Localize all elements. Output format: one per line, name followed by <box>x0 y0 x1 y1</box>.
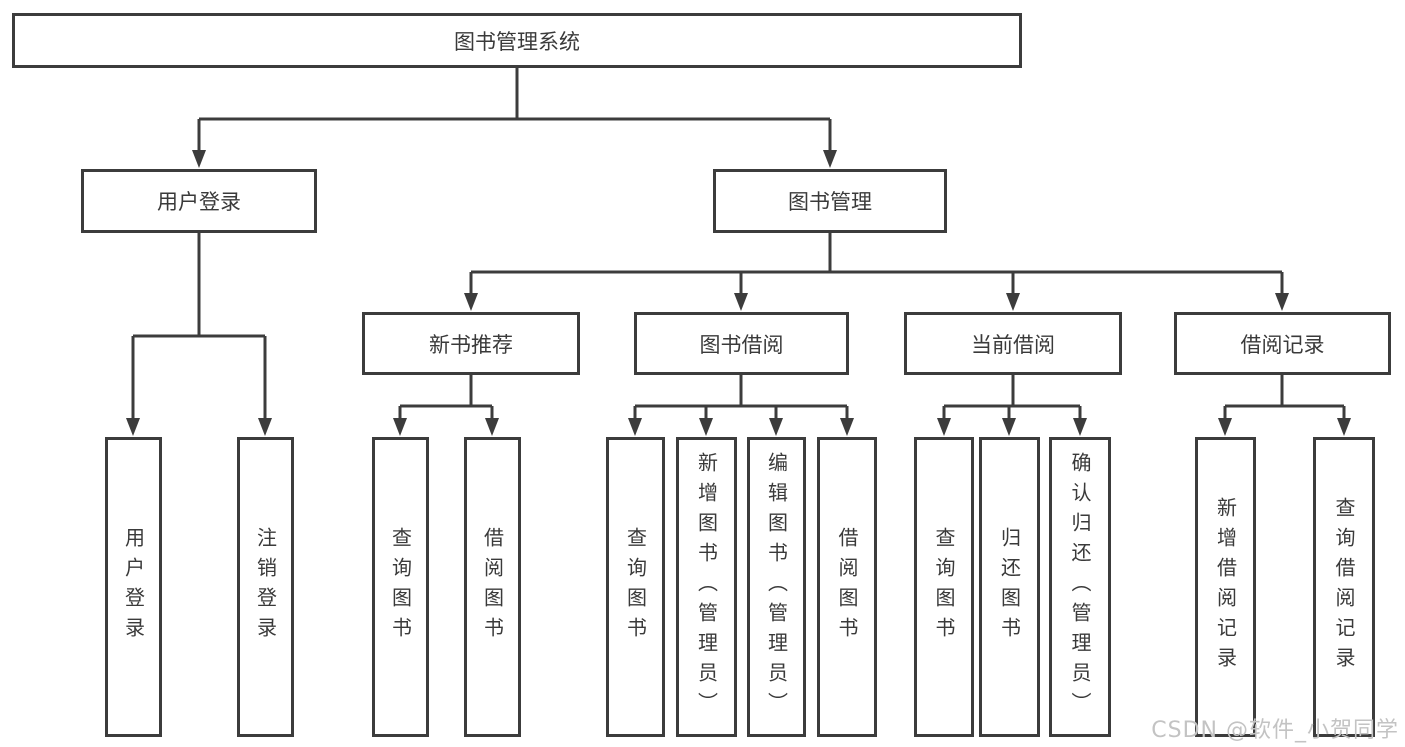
node-label: 归还图书 <box>997 527 1022 647</box>
node-book-borrowing: 图书借阅 <box>634 312 849 375</box>
node-current-borrowing: 当前借阅 <box>904 312 1122 375</box>
leaf-current-query-books: 查询图书 <box>914 437 974 737</box>
leaf-recommend-query-books: 查询图书 <box>372 437 429 737</box>
leaf-logout: 注销登录 <box>237 437 294 737</box>
node-label: 新增借阅记录 <box>1213 497 1238 677</box>
node-user-login: 用户登录 <box>81 169 317 233</box>
node-label: 新增图书（管理员） <box>694 452 719 722</box>
node-label: 确认归还（管理员） <box>1068 452 1092 722</box>
leaf-borrow-books: 借阅图书 <box>817 437 877 737</box>
node-label: 编辑图书（管理员） <box>764 452 789 722</box>
leaf-add-borrow-record: 新增借阅记录 <box>1195 437 1256 737</box>
node-label: 查询图书 <box>932 527 956 647</box>
node-label: 新书推荐 <box>429 332 513 357</box>
leaf-add-books-admin: 新增图书（管理员） <box>676 437 737 737</box>
node-label: 借阅图书 <box>835 527 859 647</box>
node-label: 当前借阅 <box>971 332 1055 357</box>
node-label: 借阅记录 <box>1240 332 1325 357</box>
leaf-confirm-return-admin: 确认归还（管理员） <box>1049 437 1111 737</box>
leaf-recommend-borrow-books: 借阅图书 <box>464 437 521 737</box>
node-borrowing-records: 借阅记录 <box>1174 312 1391 375</box>
csdn-watermark: CSDN @软件_小贺同学 <box>1151 718 1399 743</box>
node-label: 查询图书 <box>623 527 648 647</box>
leaf-query-borrow-record: 查询借阅记录 <box>1313 437 1375 737</box>
leaf-borrow-query-books: 查询图书 <box>606 437 665 737</box>
leaf-return-books: 归还图书 <box>979 437 1040 737</box>
node-book-management: 图书管理 <box>713 169 947 233</box>
node-label: 图书管理 <box>788 190 872 214</box>
node-label: 用户登录 <box>121 527 146 647</box>
leaf-edit-books-admin: 编辑图书（管理员） <box>747 437 806 737</box>
leaf-user-login: 用户登录 <box>105 437 162 737</box>
node-label: 借阅图书 <box>480 527 505 647</box>
node-label: 查询借阅记录 <box>1332 497 1356 677</box>
connector-paths <box>131 68 1346 421</box>
node-label: 注销登录 <box>253 527 278 647</box>
node-label: 用户登录 <box>157 190 241 214</box>
node-label: 图书管理系统 <box>454 29 580 54</box>
node-label: 图书借阅 <box>699 332 784 357</box>
node-label: 查询图书 <box>388 527 413 647</box>
node-library-management-system: 图书管理系统 <box>12 13 1022 68</box>
node-new-book-recommendation: 新书推荐 <box>362 312 580 375</box>
arrowheads <box>126 150 1351 436</box>
